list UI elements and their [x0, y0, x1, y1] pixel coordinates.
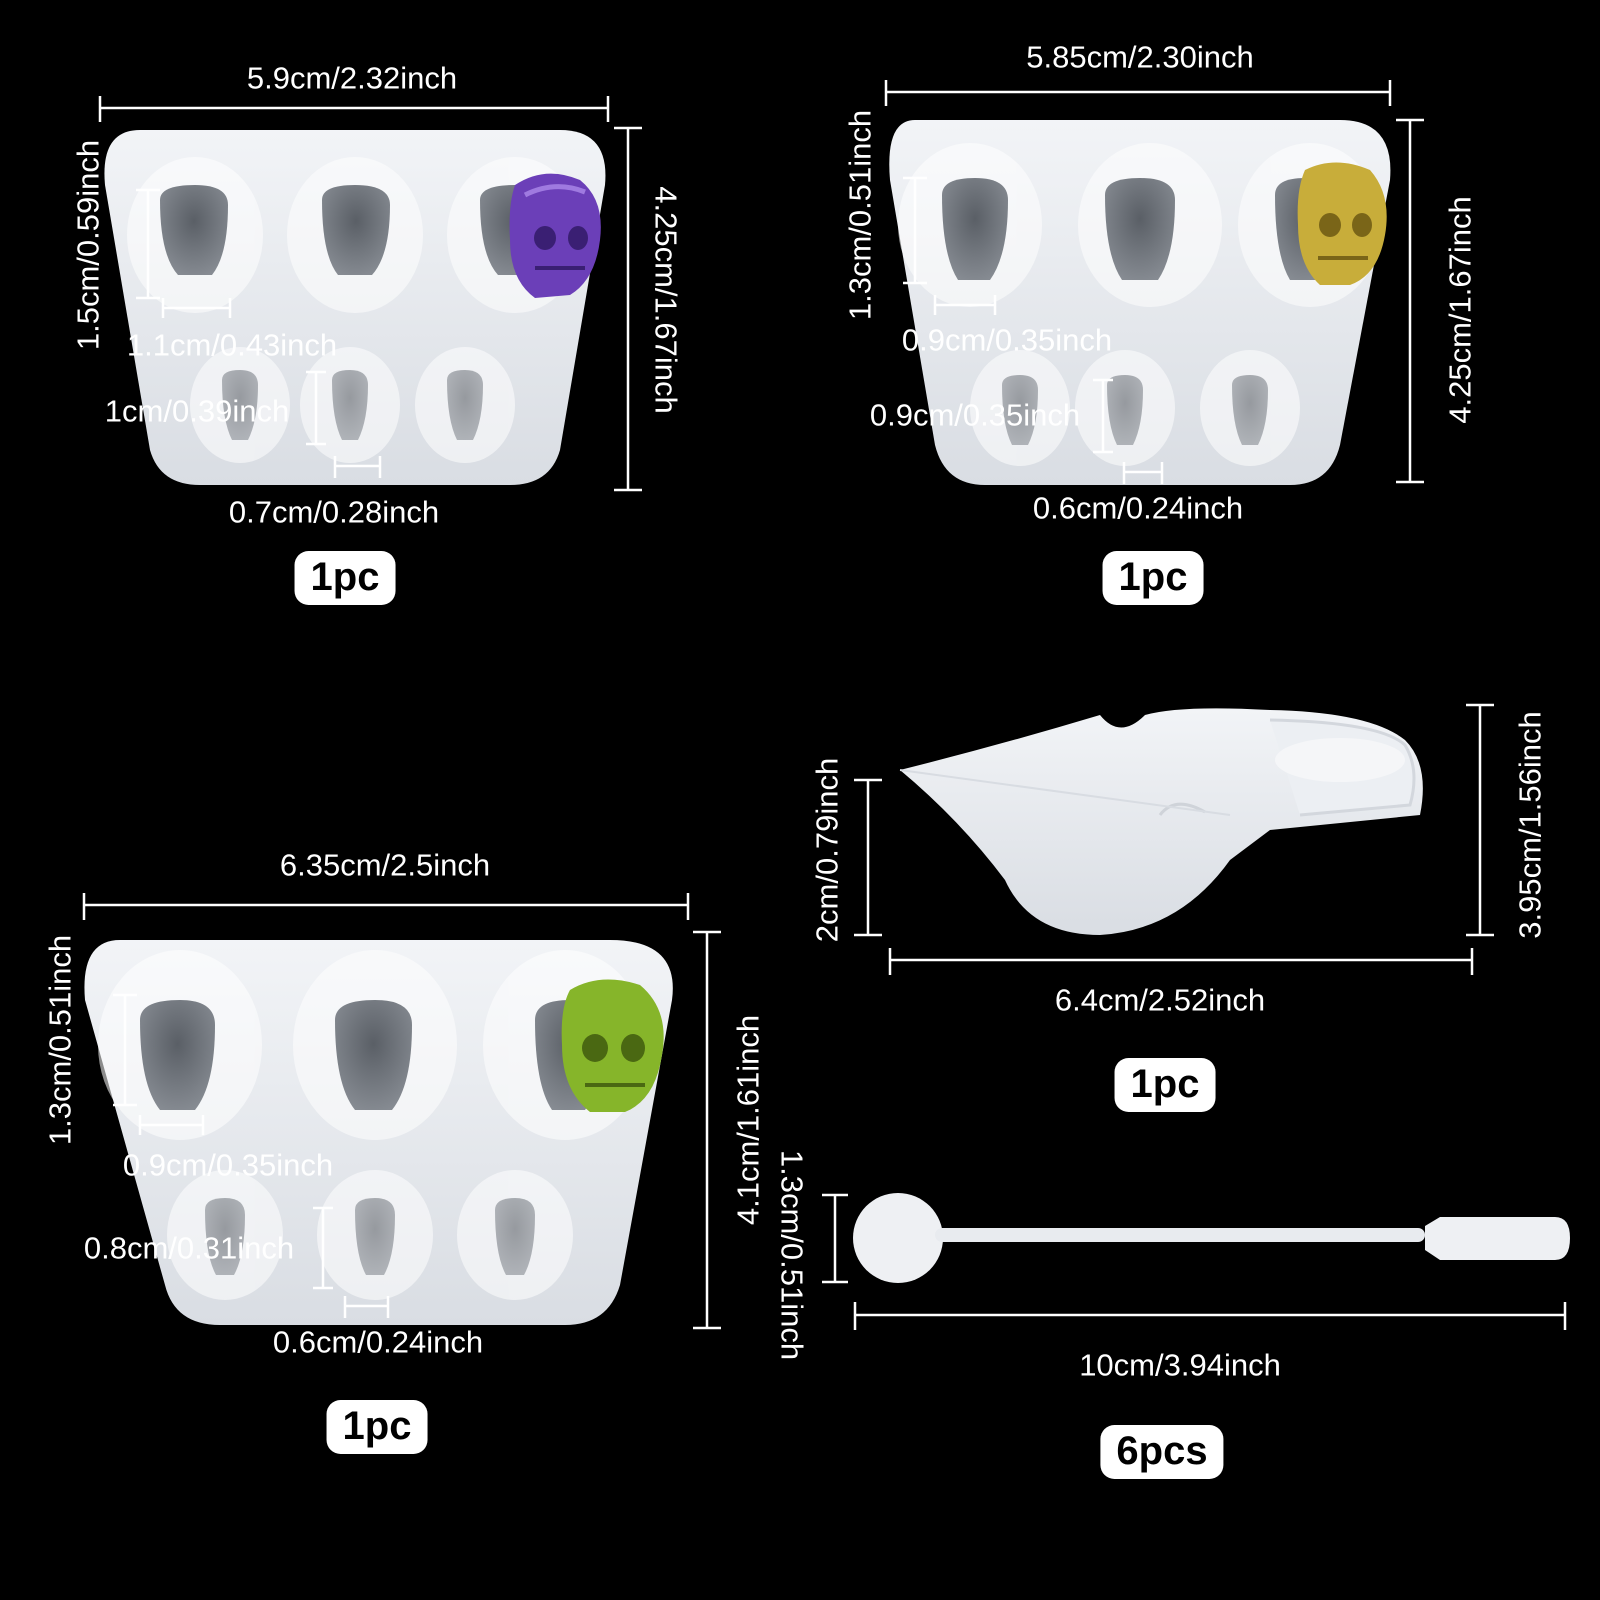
mold-2-quantity-badge: 1pc [1102, 551, 1204, 605]
mold-3-width-label: 6.35cm/2.5inch [279, 847, 491, 883]
mold-3-big-cavity-width-label: 0.9cm/0.35inch [122, 1147, 334, 1183]
mold-1-quantity-badge: 1pc [294, 551, 396, 605]
stick-length-label: 10cm/3.94inch [1079, 1347, 1281, 1383]
skull-purple [509, 173, 601, 298]
mold-1-big-cavity-width-label: 1.1cm/0.43inch [126, 327, 338, 363]
skull-yellow [1297, 162, 1387, 285]
mold-3-small-cavity-width-label: 0.6cm/0.24inch [272, 1324, 484, 1360]
mold-1-small-cavity-height-label: 1cm/0.39inch [104, 393, 290, 429]
measuring-cup [899, 708, 1423, 935]
mold-3 [84, 940, 673, 1325]
skull-green [561, 979, 664, 1112]
mold-3-big-cavity-height-label: 1.3cm/0.51inch [42, 934, 78, 1146]
mold-1 [104, 130, 606, 485]
mold-2 [889, 120, 1391, 485]
stick-head-height-label: 1.3cm/0.51inch [774, 1149, 810, 1361]
mold-3-height-label: 4.1cm/1.61inch [730, 1014, 766, 1226]
mold-1-big-cavity-height-label: 1.5cm/0.59inch [70, 139, 106, 351]
mold-3-quantity-badge: 1pc [326, 1400, 428, 1454]
stir-stick [853, 1193, 1570, 1283]
mold-2-small-cavity-width-label: 0.6cm/0.24inch [1032, 490, 1244, 526]
mold-1-small-cavity-width-label: 0.7cm/0.28inch [228, 494, 440, 530]
mold-2-big-cavity-width-label: 0.9cm/0.35inch [901, 322, 1113, 358]
dimension-lines [82, 80, 1567, 1330]
mold-2-small-cavity-height-label: 0.9cm/0.35inch [869, 397, 1081, 433]
mold-2-height-label: 4.25cm/1.67inch [1442, 196, 1478, 424]
cup-total-height-label: 3.95cm/1.56inch [1512, 711, 1548, 939]
mold-2-width-label: 5.85cm/2.30inch [1026, 39, 1254, 75]
cup-front-height-label: 2cm/0.79inch [809, 757, 845, 943]
mold-2-big-cavity-height-label: 1.3cm/0.51inch [842, 109, 878, 321]
mold-1-width-label: 5.9cm/2.32inch [246, 60, 458, 96]
mold-3-small-cavity-height-label: 0.8cm/0.31inch [83, 1230, 295, 1266]
mold-1-height-label: 4.25cm/1.67inch [648, 186, 684, 414]
stick-quantity-badge: 6pcs [1100, 1425, 1224, 1479]
cup-width-label: 6.4cm/2.52inch [1054, 982, 1266, 1018]
cup-quantity-badge: 1pc [1114, 1058, 1216, 1112]
